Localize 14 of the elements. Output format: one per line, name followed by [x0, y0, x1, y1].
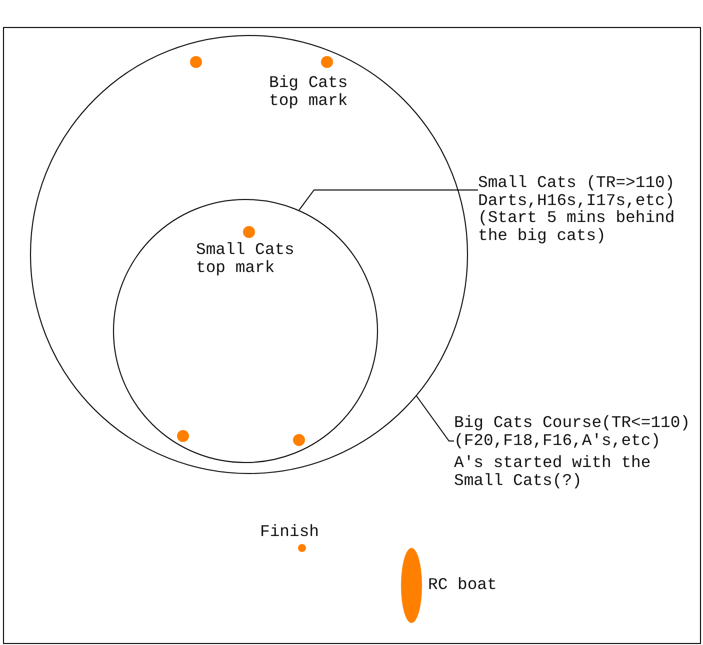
marker-icon — [190, 56, 202, 68]
start-note: (Start 5 mins behind the big cats) — [478, 209, 676, 244]
leader-line — [298, 190, 478, 211]
marker-caption: Small Cats top mark — [196, 241, 296, 276]
marker-caption: RC boat — [428, 576, 497, 594]
marker-icon — [177, 430, 189, 442]
course-circle — [113, 198, 378, 464]
marker-caption: Finish — [260, 523, 319, 540]
course-note: Big Cats Course(TR<=110) (F20,F18,F16,A's,etc) — [454, 414, 692, 449]
leader-line — [416, 396, 454, 442]
marker-caption: Big Cats top mark — [269, 74, 349, 109]
start-note: A's started with the Small Cats(?) — [454, 454, 652, 489]
course-note: Small Cats (TR=>110) Darts,H16s,I17s,etc) — [478, 174, 676, 209]
marker-icon — [293, 434, 305, 446]
